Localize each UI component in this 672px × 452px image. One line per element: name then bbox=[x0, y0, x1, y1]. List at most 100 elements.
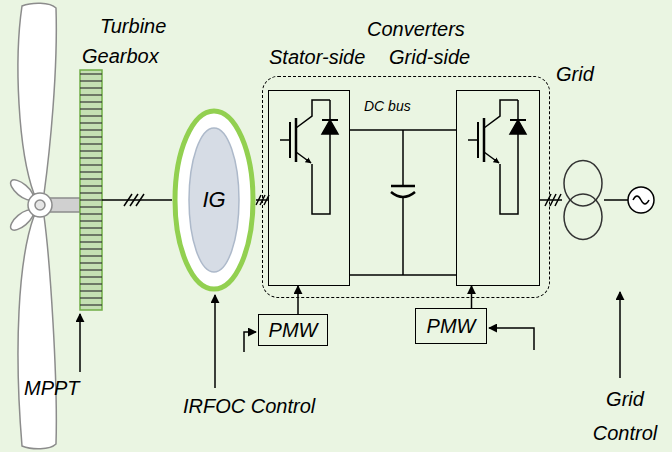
connector bbox=[471, 286, 473, 308]
generator-ellipse: IG bbox=[172, 108, 256, 292]
annotation-label: Turbine bbox=[100, 15, 166, 37]
annotation-label: Grid Control bbox=[580, 382, 670, 450]
igbt-gate bbox=[468, 139, 478, 141]
gear-tooth bbox=[80, 192, 102, 193]
gear-tooth bbox=[80, 255, 102, 256]
control-arrow bbox=[244, 332, 256, 352]
diode-symbol bbox=[322, 119, 338, 121]
gear-tooth bbox=[80, 122, 102, 123]
igbt-emitter bbox=[484, 152, 499, 163]
control-arrow bbox=[619, 292, 621, 378]
heading-text: Converters bbox=[367, 18, 465, 40]
turbine-shaft bbox=[50, 198, 80, 212]
gear-tooth bbox=[80, 129, 102, 130]
turbine-rotor bbox=[7, 3, 80, 449]
gear-tooth bbox=[80, 185, 102, 186]
gear-tooth bbox=[80, 213, 102, 214]
capacitor-lead bbox=[402, 197, 404, 275]
three-phase-mark bbox=[124, 194, 144, 206]
gear-tooth bbox=[80, 73, 102, 74]
generator-rotor bbox=[189, 128, 239, 272]
gear-tooth bbox=[80, 94, 102, 95]
grid-wire bbox=[604, 199, 628, 201]
gear-tooth bbox=[80, 290, 102, 291]
gear-tooth bbox=[80, 150, 102, 151]
igbt-channel bbox=[483, 118, 486, 162]
transformer-symbol: Grid bbox=[562, 158, 604, 242]
gear-tooth bbox=[80, 108, 102, 109]
label-box: IRFOC Control bbox=[183, 394, 315, 418]
annotation-label: Gearbox bbox=[82, 45, 159, 67]
gear-tooth bbox=[80, 234, 102, 235]
diode-symbol bbox=[322, 120, 338, 134]
label-box: Grid Control bbox=[580, 382, 670, 450]
igbt-collector bbox=[484, 100, 518, 128]
gear-tooth bbox=[80, 262, 102, 263]
capacitor-lead bbox=[402, 130, 404, 186]
gear-tooth bbox=[80, 171, 102, 172]
gear-tooth bbox=[80, 80, 102, 81]
annotation-label: DC bus bbox=[364, 98, 411, 114]
connector bbox=[540, 199, 562, 201]
gear-tooth bbox=[80, 136, 102, 137]
gear-tooth bbox=[80, 199, 102, 200]
igbt-channel bbox=[295, 118, 298, 162]
gear-tooth bbox=[80, 297, 102, 298]
igbt-collector bbox=[296, 100, 330, 128]
gear-tooth bbox=[80, 101, 102, 102]
three-phase-wire bbox=[102, 194, 561, 206]
transformer-winding bbox=[564, 194, 602, 239]
igbt-emitter bbox=[500, 100, 518, 214]
gear-tooth bbox=[80, 143, 102, 144]
igbt-gate bbox=[477, 122, 479, 158]
node-label: PMW bbox=[427, 314, 476, 338]
connector bbox=[297, 286, 299, 314]
node-outline bbox=[562, 158, 604, 242]
control-arrow bbox=[79, 314, 81, 372]
node-label: PMW bbox=[269, 318, 318, 342]
generator-stator bbox=[175, 111, 253, 289]
turbine-blade bbox=[18, 216, 56, 449]
gear-tooth bbox=[80, 241, 102, 242]
shaft-wire bbox=[102, 199, 172, 201]
gear-tooth bbox=[80, 248, 102, 249]
turbine-hub bbox=[28, 193, 52, 217]
node-label: IG bbox=[202, 187, 225, 213]
label-box: DC bus bbox=[364, 97, 411, 115]
control-arrow bbox=[80, 292, 620, 388]
control-arrow bbox=[489, 328, 534, 350]
node-heading: Grid bbox=[556, 62, 594, 86]
pwm-box: PMW bbox=[258, 314, 328, 346]
pwm-box: PMW bbox=[415, 308, 487, 344]
gear-tooth bbox=[80, 115, 102, 116]
capacitor-plate bbox=[391, 192, 415, 197]
converter-box: Grid-side bbox=[456, 90, 540, 286]
ac-source-symbol bbox=[633, 196, 649, 204]
heading-text: Stator-side bbox=[269, 46, 365, 68]
ac-source-symbol bbox=[628, 187, 654, 213]
gear-tooth bbox=[80, 87, 102, 88]
igbt-gate bbox=[289, 122, 291, 158]
dc-bus-capacitor bbox=[350, 130, 456, 275]
gear-tooth bbox=[80, 178, 102, 179]
label-box: Gearbox bbox=[82, 44, 159, 68]
label-box: Turbine bbox=[100, 14, 166, 38]
turbine-hub bbox=[35, 200, 45, 210]
diode-symbol bbox=[510, 120, 526, 134]
node-heading: Stator-side bbox=[269, 45, 365, 69]
gearbox-teeth bbox=[80, 74, 102, 305]
igbt-emitter bbox=[296, 152, 311, 163]
control-arrow bbox=[214, 295, 216, 388]
gear-tooth bbox=[80, 304, 102, 305]
heading-text: Grid-side bbox=[389, 46, 470, 68]
gear-tooth bbox=[80, 164, 102, 165]
converter-box: Stator-side bbox=[268, 90, 350, 286]
gear-tooth bbox=[80, 227, 102, 228]
igbt-gate bbox=[280, 139, 290, 141]
node-heading: Grid-side bbox=[389, 45, 470, 69]
heading-text: Grid bbox=[556, 63, 594, 85]
gear-tooth bbox=[80, 276, 102, 277]
gear-tooth bbox=[80, 220, 102, 221]
transformer-winding bbox=[564, 161, 602, 206]
